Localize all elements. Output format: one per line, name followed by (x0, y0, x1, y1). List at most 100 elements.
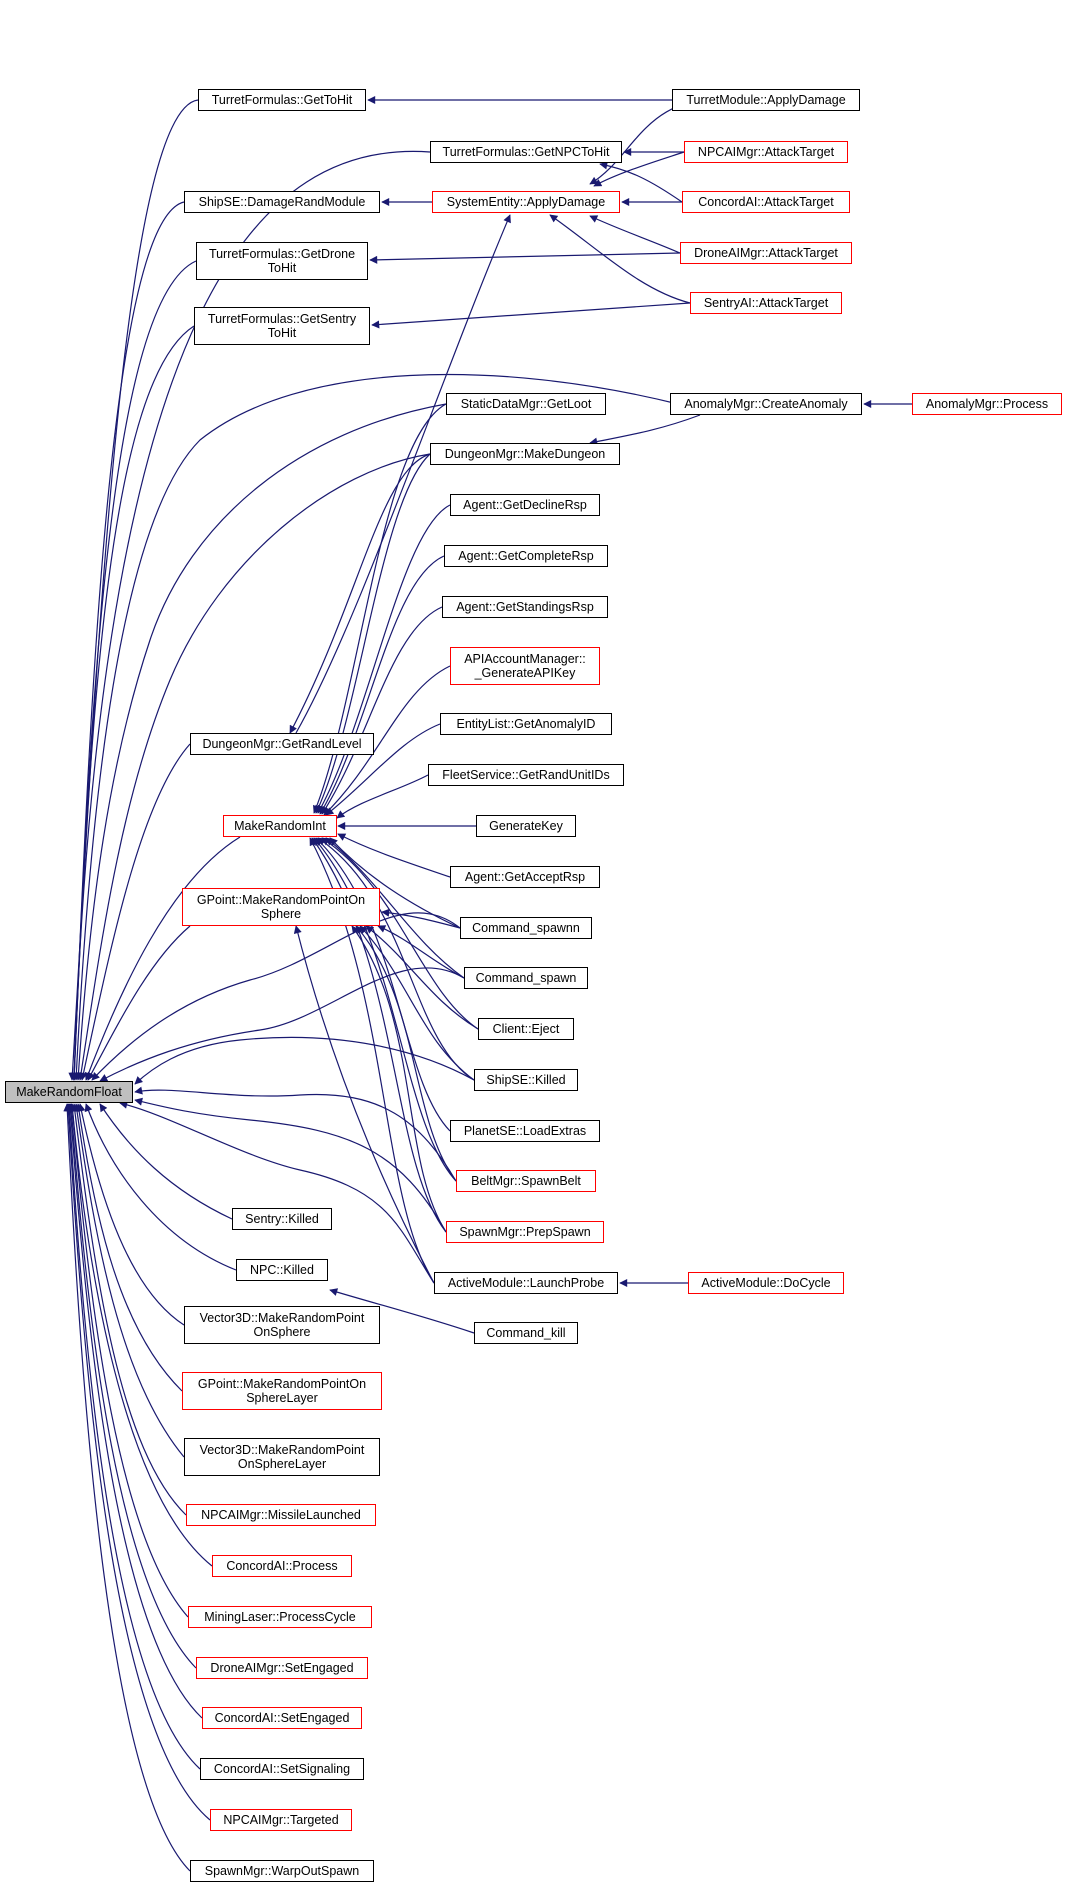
edge-command-spawnn (91, 912, 461, 1081)
edge-anomaly-id-to-make-random-int (325, 723, 441, 816)
edge-npcai-missile-launched (70, 1103, 187, 1516)
node-planet-load-extras[interactable]: PlanetSE::LoadExtras (450, 1120, 600, 1142)
edge-sentry-to-system-entity-apply (549, 214, 691, 304)
edge-vector-make-random-point-on-sphere (77, 1103, 185, 1326)
node-concord-attack-target[interactable]: ConcordAI::AttackTarget (682, 191, 850, 213)
node-client-eject[interactable]: Client::Eject (478, 1018, 574, 1040)
edge-dungeon-get-rand-level (79, 743, 191, 1081)
node-static-data-get-loot[interactable]: StaticDataMgr::GetLoot (446, 393, 606, 415)
node-agent-get-decline-rsp[interactable]: Agent::GetDeclineRsp (450, 494, 600, 516)
edge-dungeon-make-dungeon (77, 453, 431, 1081)
edge-npcai-to-system-entity-apply (593, 151, 685, 187)
node-turret-get-sentry-to-hit[interactable]: TurretFormulas::GetSentry ToHit (194, 307, 370, 345)
edge-concord-set-signaling (65, 1103, 201, 1770)
edge-api-key-to-make-random-int (323, 665, 451, 816)
node-npcai-missile-launched[interactable]: NPCAIMgr::MissileLaunched (186, 1504, 376, 1526)
node-gpoint-make-random-point-on-sphere-layer[interactable]: GPoint::MakeRandomPointOn SphereLayer (182, 1372, 382, 1410)
edge-sentry-to-get-sentry-to-hit (371, 302, 691, 329)
node-mining-process-cycle[interactable]: MiningLaser::ProcessCycle (188, 1606, 372, 1628)
edge-command-spawn (99, 967, 465, 1082)
node-anomaly-create-anomaly[interactable]: AnomalyMgr::CreateAnomaly (670, 393, 862, 415)
edge-npcai-targeted (64, 1103, 211, 1821)
edge-spawn-prep-spawn (134, 1097, 447, 1233)
edge-spawn-to-gpoint-sphere (377, 925, 465, 979)
node-droneai-set-engaged[interactable]: DroneAIMgr::SetEngaged (196, 1657, 368, 1679)
node-concord-set-engaged[interactable]: ConcordAI::SetEngaged (202, 1707, 362, 1729)
edge-create-anomaly-to-make-dungeon (589, 414, 701, 446)
edge-concord-process (68, 1103, 213, 1567)
edge-prep-spawn-to-gpoint-sphere (351, 925, 447, 1233)
edge-spawn-warp-out-spawn (63, 1103, 191, 1872)
edge-gpoint-make-random-point-on-sphere (87, 925, 191, 1081)
node-ship-damage-rand-module[interactable]: ShipSE::DamageRandModule (184, 191, 380, 213)
edge-vector-make-random-point-on-sphere-layer (73, 1103, 185, 1458)
node-npc-killed[interactable]: NPC::Killed (236, 1259, 328, 1281)
edge-command-kill-to-npc-killed (329, 1288, 475, 1334)
node-command-spawn[interactable]: Command_spawn (464, 967, 588, 989)
node-spawn-warp-out-spawn[interactable]: SpawnMgr::WarpOutSpawn (190, 1860, 374, 1882)
edge-turret-get-sentry-to-hit (70, 325, 195, 1081)
edge-active-launch-probe (119, 1100, 435, 1284)
node-turret-get-npc-to-hit[interactable]: TurretFormulas::GetNPCToHit (430, 141, 622, 163)
node-turret-get-to-hit[interactable]: TurretFormulas::GetToHit (198, 89, 366, 111)
edge-accept-rsp-to-make-random-int (337, 833, 451, 878)
node-gpoint-make-random-point-on-sphere[interactable]: GPoint::MakeRandomPointOn Sphere (182, 888, 380, 926)
edge-eject-to-make-random-int (321, 837, 479, 1030)
edge-make-dungeon-to-make-random-int (315, 453, 431, 814)
node-anomaly-process[interactable]: AnomalyMgr::Process (912, 393, 1062, 415)
node-agent-get-accept-rsp[interactable]: Agent::GetAcceptRsp (450, 866, 600, 888)
edge-get-loot-to-make-random-int (313, 403, 447, 814)
node-vector-make-random-point-on-sphere-layer[interactable]: Vector3D::MakeRandomPoint OnSphereLayer (184, 1438, 380, 1476)
node-active-launch-probe[interactable]: ActiveModule::LaunchProbe (434, 1272, 618, 1294)
node-command-kill[interactable]: Command_kill (474, 1322, 578, 1344)
node-concord-process[interactable]: ConcordAI::Process (212, 1555, 352, 1577)
edge-make-random-int (84, 836, 241, 1081)
edge-spawnn-to-make-random-int (329, 837, 461, 929)
node-ship-killed[interactable]: ShipSE::Killed (474, 1069, 578, 1091)
node-agent-get-complete-rsp[interactable]: Agent::GetCompleteRsp (444, 545, 608, 567)
node-system-entity-apply-damage[interactable]: SystemEntity::ApplyDamage (432, 191, 620, 213)
edge-spawn-to-make-random-int (325, 837, 465, 979)
node-turret-get-drone-to-hit[interactable]: TurretFormulas::GetDrone ToHit (196, 242, 368, 280)
node-npcai-targeted[interactable]: NPCAIMgr::Targeted (210, 1809, 352, 1831)
edge-droneai-to-get-drone-to-hit (369, 252, 681, 264)
edge-ship-killed (134, 1036, 475, 1085)
edge-standings-to-make-random-int (321, 606, 443, 815)
edge-eject-to-gpoint-sphere (365, 925, 479, 1030)
edge-turret-get-drone-to-hit (70, 260, 197, 1081)
node-make-random-int[interactable]: MakeRandomInt (223, 815, 337, 837)
node-belt-spawn-belt[interactable]: BeltMgr::SpawnBelt (456, 1170, 596, 1192)
edge-decline-to-make-random-int (317, 504, 451, 814)
node-spawn-prep-spawn[interactable]: SpawnMgr::PrepSpawn (446, 1221, 604, 1243)
edge-make-dungeon-to-get-rand-level (289, 453, 431, 734)
node-vector-make-random-point-on-sphere[interactable]: Vector3D::MakeRandomPoint OnSphere (184, 1306, 380, 1344)
edge-sentry-killed (99, 1103, 233, 1220)
node-generate-key[interactable]: GenerateKey (476, 815, 576, 837)
node-make-random-float: MakeRandomFloat (5, 1081, 133, 1103)
edge-static-data-get-loot (74, 403, 447, 1081)
edge-npc-killed (84, 1103, 237, 1271)
edge-complete-to-make-random-int (319, 555, 445, 815)
node-dungeon-make-dungeon[interactable]: DungeonMgr::MakeDungeon (430, 443, 620, 465)
edge-load-extras-to-make-random-int (315, 837, 451, 1132)
edge-concord-set-engaged (66, 1103, 203, 1719)
node-concord-set-signaling[interactable]: ConcordAI::SetSignaling (200, 1758, 364, 1780)
edge-concord-to-get-npc-to-hit (599, 161, 683, 203)
node-active-do-cycle[interactable]: ActiveModule::DoCycle (688, 1272, 844, 1294)
node-dungeon-get-rand-level[interactable]: DungeonMgr::GetRandLevel (190, 733, 374, 755)
node-turret-module-apply-damage[interactable]: TurretModule::ApplyDamage (672, 89, 860, 111)
node-sentry-attack-target[interactable]: SentryAI::AttackTarget (690, 292, 842, 314)
node-api-generate-api-key[interactable]: APIAccountManager:: _GenerateAPIKey (450, 647, 600, 685)
node-sentry-killed[interactable]: Sentry::Killed (232, 1208, 332, 1230)
node-npcai-attack-target[interactable]: NPCAIMgr::AttackTarget (684, 141, 848, 163)
edge-droneai-to-system-entity-apply (589, 215, 681, 254)
edge-spawnn-to-gpoint-sphere (381, 908, 461, 929)
node-agent-get-standings-rsp[interactable]: Agent::GetStandingsRsp (442, 596, 608, 618)
node-command-spawnn[interactable]: Command_spawnn (460, 917, 592, 939)
node-droneai-attack-target[interactable]: DroneAIMgr::AttackTarget (680, 242, 852, 264)
node-fleet-get-rand-unit-ids[interactable]: FleetService::GetRandUnitIDs (428, 764, 624, 786)
edge-droneai-set-engaged (67, 1103, 197, 1669)
edge-launch-probe-to-gpoint-sphere (293, 925, 435, 1284)
node-entity-list-get-anomaly-id[interactable]: EntityList::GetAnomalyID (440, 713, 612, 735)
